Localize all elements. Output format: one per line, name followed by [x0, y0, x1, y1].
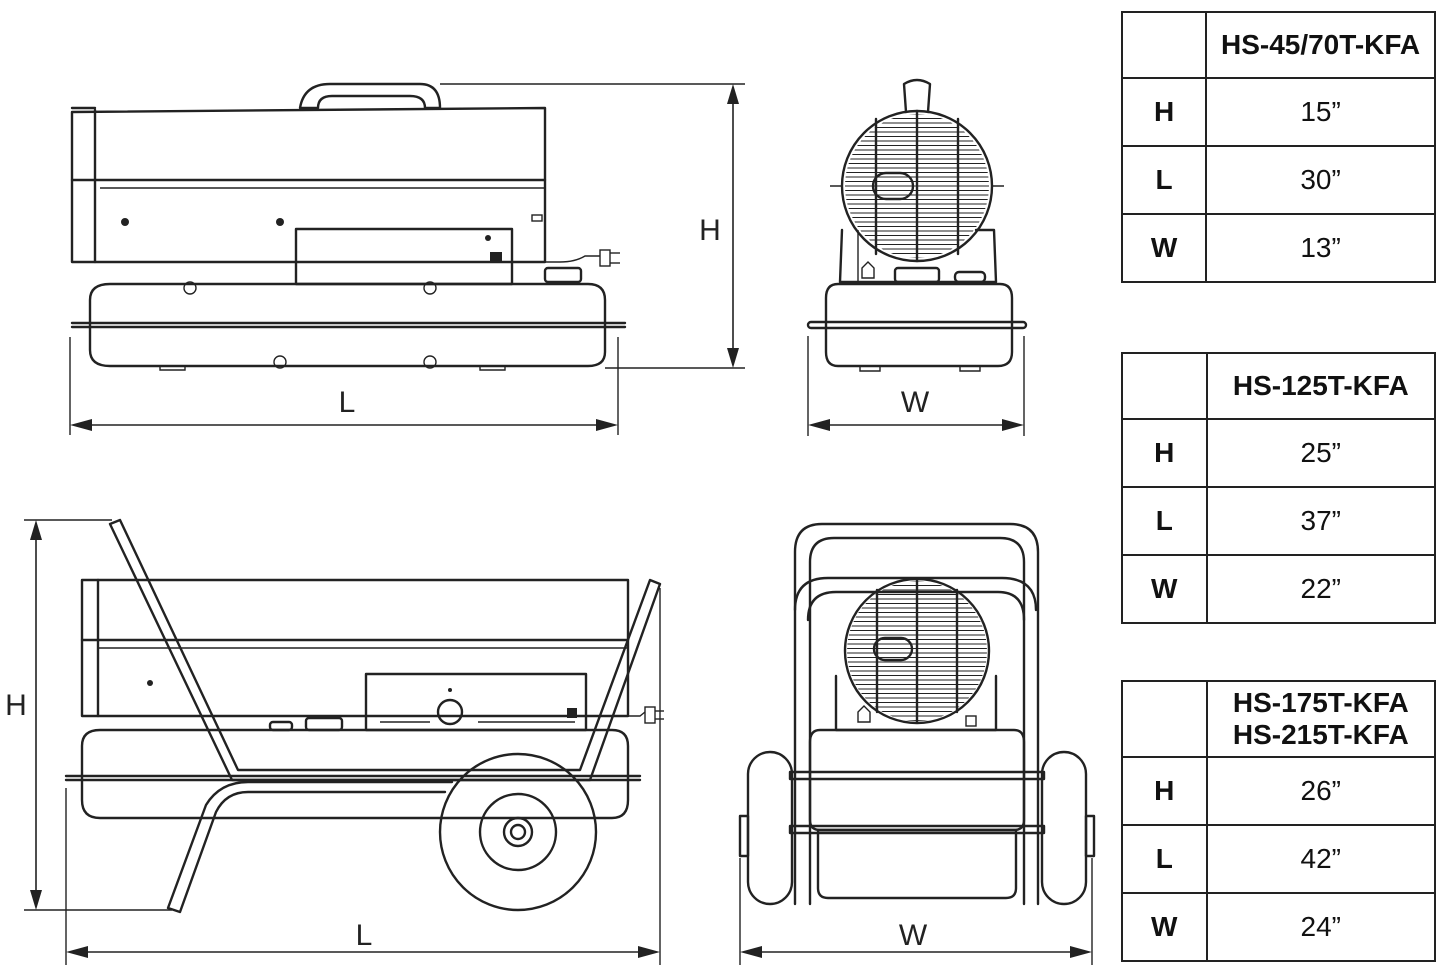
width-value: 24”: [1205, 892, 1436, 962]
top-side-length-label: L: [339, 386, 356, 419]
table-corner-cell: [1121, 352, 1208, 420]
large-heater-front-view: [738, 522, 1096, 906]
model-name: HS-45/70T-KFA: [1205, 11, 1436, 79]
row-label-h: H: [1121, 418, 1208, 488]
model-name: HS-125T-KFA: [1205, 352, 1436, 420]
width-value: 22”: [1205, 554, 1436, 624]
bottom-side-height-label: H: [5, 689, 27, 722]
model-names: HS-175T-KFA HS-215T-KFA: [1205, 680, 1436, 758]
height-value: 26”: [1205, 756, 1436, 826]
spec-table-hs-125: HS-125T-KFA H 25” L 37” W 22”: [1121, 352, 1436, 624]
bottom-front-width-label: W: [899, 919, 928, 952]
row-label-l: L: [1121, 486, 1208, 556]
table-corner-cell: [1120, 11, 1208, 79]
length-value: 30”: [1205, 145, 1436, 215]
small-heater-side-dimensions: [69, 83, 745, 435]
row-label-w: W: [1121, 554, 1208, 624]
small-heater-front-view: [806, 78, 1028, 372]
small-heater-front-dimensions: [807, 336, 1025, 436]
length-value: 37”: [1205, 486, 1436, 556]
small-heater-side-view: [70, 82, 627, 371]
large-heater-side-view: [64, 518, 664, 914]
large-heater-side-dimensions: [24, 519, 661, 965]
table-corner-cell: [1121, 680, 1208, 758]
model-name: HS-215T-KFA: [1232, 719, 1409, 750]
top-side-height-label: H: [699, 214, 721, 247]
row-label-h: H: [1121, 756, 1208, 826]
length-value: 42”: [1205, 824, 1436, 894]
top-front-width-label: W: [901, 386, 930, 419]
height-value: 15”: [1205, 77, 1436, 147]
row-label-h: H: [1120, 77, 1208, 147]
bottom-side-length-label: L: [356, 919, 373, 952]
width-value: 13”: [1205, 213, 1436, 283]
row-label-l: L: [1121, 824, 1208, 894]
spec-table-hs-175-215: HS-175T-KFA HS-215T-KFA H 26” L 42” W 24…: [1121, 680, 1436, 962]
height-value: 25”: [1205, 418, 1436, 488]
row-label-w: W: [1120, 213, 1208, 283]
row-label-w: W: [1121, 892, 1208, 962]
spec-table-hs-45-70: HS-45/70T-KFA H 15” L 30” W 13”: [1120, 11, 1436, 283]
model-name: HS-175T-KFA: [1232, 686, 1409, 718]
large-heater-front-dimensions: [739, 858, 1093, 965]
row-label-l: L: [1120, 145, 1208, 215]
